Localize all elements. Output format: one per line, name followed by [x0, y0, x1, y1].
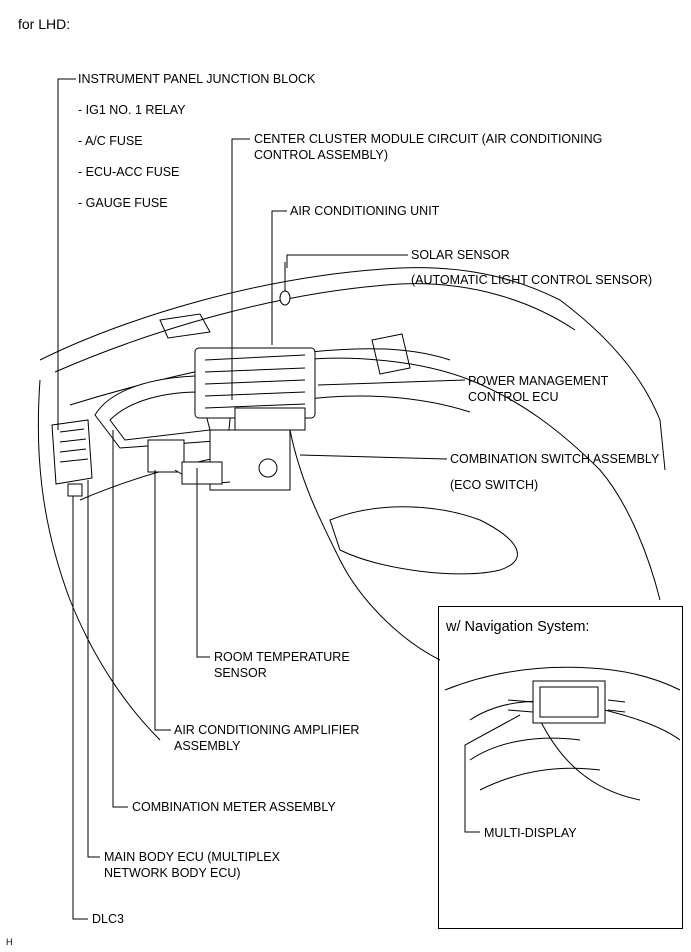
center-cluster-label-1: CENTER CLUSTER MODULE CIRCUIT (AIR CONDI… [254, 132, 603, 146]
combination-meter-label: COMBINATION METER ASSEMBLY [132, 800, 336, 814]
solar-sensor-label: SOLAR SENSOR [411, 248, 510, 262]
eco-switch-label: (ECO SWITCH) [450, 478, 539, 492]
dashboard-outline [37, 267, 666, 741]
room-temperature-label-1: ROOM TEMPERATURE [214, 650, 350, 664]
page-title: for LHD: [18, 16, 71, 32]
main-body-ecu-label-1: MAIN BODY ECU (MULTIPLEX [104, 850, 280, 864]
junction-block [51, 419, 93, 497]
solar-sensor [279, 262, 291, 306]
solar-sensor-sub-label: (AUTOMATIC LIGHT CONTROL SENSOR) [411, 273, 653, 287]
illustration-code: H [6, 937, 13, 947]
center-cluster-label-2: CONTROL ASSEMBLY) [254, 148, 389, 162]
power-management-label-2: CONTROL ECU [468, 390, 559, 404]
combination-switch-label: COMBINATION SWITCH ASSEMBLY [450, 452, 660, 466]
ac-amplifier-label-2: ASSEMBLY [174, 739, 241, 753]
navigation-inset: w/ Navigation System: MULTI-DISPLAY [438, 606, 683, 929]
main-body-ecu-label-2: NETWORK BODY ECU) [104, 866, 241, 880]
ig1-relay-label: - IG1 NO. 1 RELAY [78, 103, 186, 117]
hvac-assembly [94, 347, 316, 491]
inset-title: w/ Navigation System: [446, 619, 590, 635]
ac-fuse-label: - A/C FUSE [78, 134, 143, 148]
dlc3-label: DLC3 [92, 912, 124, 926]
ac-amplifier-label-1: AIR CONDITIONING AMPLIFIER [174, 723, 360, 737]
inset-illustration [444, 666, 681, 833]
ecu-acc-fuse-label: - ECU-ACC FUSE [78, 165, 180, 179]
ip-junction-block-label: INSTRUMENT PANEL JUNCTION BLOCK [78, 72, 316, 86]
air-conditioning-unit-label: AIR CONDITIONING UNIT [290, 204, 440, 218]
room-temperature-label-2: SENSOR [214, 666, 267, 680]
leader-lines [57, 78, 466, 920]
gauge-fuse-label: - GAUGE FUSE [78, 196, 168, 210]
power-management-label-1: POWER MANAGEMENT [468, 374, 609, 388]
multi-display-label: MULTI-DISPLAY [484, 826, 577, 840]
